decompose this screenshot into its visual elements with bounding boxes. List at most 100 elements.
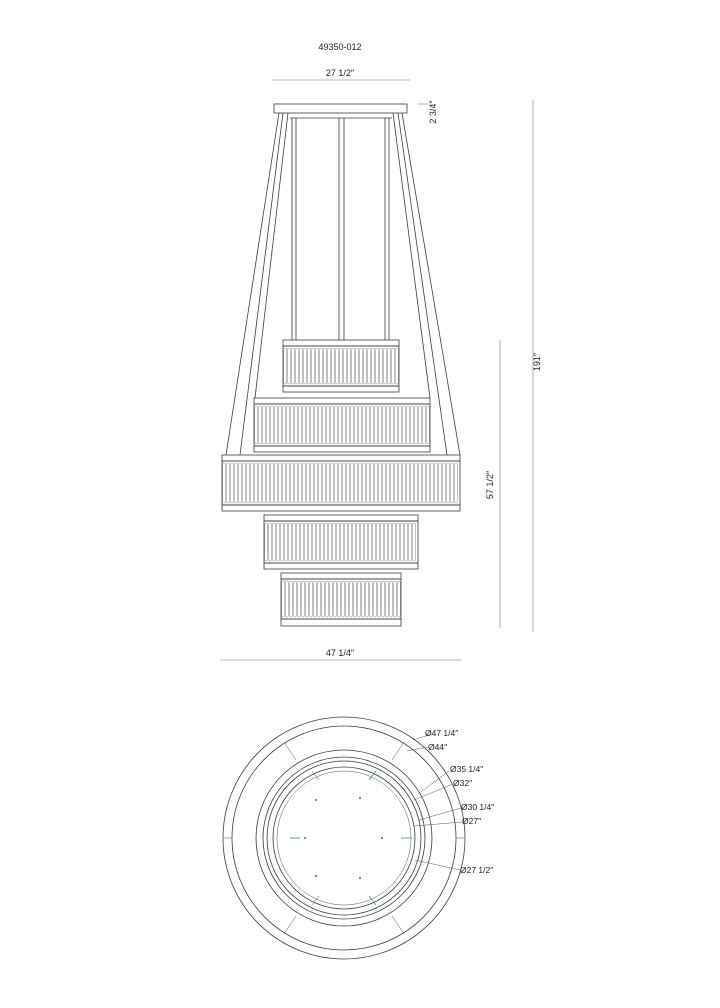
crystal-rod (358, 462, 362, 504)
crystal-rod (258, 405, 262, 445)
crystal-rod (426, 462, 430, 504)
crystal-rod (338, 405, 342, 445)
crystal-rod (325, 580, 329, 618)
ring-4 (262, 756, 426, 920)
crystal-rod (346, 462, 350, 504)
outer-band-spokes (224, 741, 464, 935)
crystal-rod (258, 462, 262, 504)
crystal-rod (356, 522, 360, 562)
crystal-rod (340, 522, 344, 562)
crystal-rod (282, 462, 286, 504)
crystal-rod (315, 347, 319, 385)
crystal-rod (326, 462, 330, 504)
crystal-rod (297, 580, 301, 618)
crystal-rod (234, 462, 238, 504)
plan-view: Ø47 1/4″ Ø44″ Ø35 1/4″ Ø32″ Ø30 1/4″ Ø27… (222, 716, 494, 960)
body-height-label: 57 1/2″ (485, 470, 495, 499)
diameter-label-6: Ø27″ (462, 816, 481, 826)
diameter-label-5: Ø30 1/4″ (461, 802, 494, 812)
crystal-rod (363, 347, 367, 385)
crystal-rod (326, 405, 330, 445)
crystal-rod (296, 522, 300, 562)
crystal-rod (398, 405, 402, 445)
diameter-label-4: Ø32″ (453, 778, 472, 788)
crystal-rod (374, 405, 378, 445)
crystal-rod (226, 462, 230, 504)
crystal-rod (292, 522, 296, 562)
crystal-rod (301, 580, 305, 618)
crystal-rod (414, 462, 418, 504)
crystal-rod (334, 462, 338, 504)
crystal-rod (284, 522, 288, 562)
tier-3 (221, 454, 461, 512)
crystal-rod (242, 462, 246, 504)
crystal-rod (348, 522, 352, 562)
crystal-rod (426, 405, 430, 445)
crystal-rod (281, 580, 285, 618)
crystal-rod (306, 462, 310, 504)
crystal-rod (318, 462, 322, 504)
crystal-rod (270, 405, 274, 445)
max-width-label: 47 1/4″ (326, 648, 355, 658)
model-number: 49350-012 (318, 42, 361, 52)
diameter-callouts: Ø47 1/4″ Ø44″ Ø35 1/4″ Ø32″ Ø30 1/4″ Ø27… (406, 728, 494, 875)
crystal-rod (375, 347, 379, 385)
crystal-rod (390, 405, 394, 445)
crystal-rod (321, 580, 325, 618)
crystal-rod (398, 462, 402, 504)
crystal-rod (238, 462, 242, 504)
crystal-rod (298, 405, 302, 445)
crystal-rod (344, 522, 348, 562)
crystal-rod (339, 347, 343, 385)
crystal-rod (286, 462, 290, 504)
crystal-rod (307, 347, 311, 385)
crystal-rod (352, 522, 356, 562)
crystal-rods (254, 405, 430, 445)
crystal-rod (317, 580, 321, 618)
crystal-rod (381, 580, 385, 618)
tier-2 (253, 397, 431, 453)
crystal-rod (370, 405, 374, 445)
crystal-rod (365, 580, 369, 618)
crystal-rods (281, 580, 401, 618)
crystal-rod (382, 462, 386, 504)
crystal-rod (392, 522, 396, 562)
crystal-rod (324, 522, 328, 562)
crystal-rod (406, 462, 410, 504)
crystal-rod (308, 522, 312, 562)
canopy (273, 103, 408, 114)
crystal-rod (274, 405, 278, 445)
crystal-rod (262, 462, 266, 504)
crystal-rod (358, 405, 362, 445)
crystal-rod (320, 522, 324, 562)
crystal-rod (342, 405, 346, 445)
crystal-rod (390, 462, 394, 504)
crystal-rod (309, 580, 313, 618)
crystal-rod (254, 405, 258, 445)
crystal-rod (316, 522, 320, 562)
diameter-label-1: Ø47 1/4″ (425, 728, 458, 738)
crystal-rod (360, 522, 364, 562)
ring-6 (272, 766, 416, 910)
crystal-rod (302, 405, 306, 445)
crystal-rod (291, 347, 295, 385)
crystal-rod (438, 462, 442, 504)
ring-2 (231, 725, 457, 951)
crystal-rod (422, 462, 426, 504)
crystal-rod (357, 580, 361, 618)
crystal-rod (354, 405, 358, 445)
crystal-rod (366, 462, 370, 504)
ring-3 (255, 749, 433, 927)
crystal-rod (402, 405, 406, 445)
crystal-rod (330, 462, 334, 504)
crystal-rod (272, 522, 276, 562)
crystal-rod (450, 462, 454, 504)
crystal-rod (333, 580, 337, 618)
crystal-rod (294, 462, 298, 504)
crystal-rod (418, 405, 422, 445)
crystal-rod (278, 462, 282, 504)
crystal-rod (282, 405, 286, 445)
crystal-rod (442, 462, 446, 504)
crystal-rod (346, 405, 350, 445)
crystal-rod (370, 462, 374, 504)
